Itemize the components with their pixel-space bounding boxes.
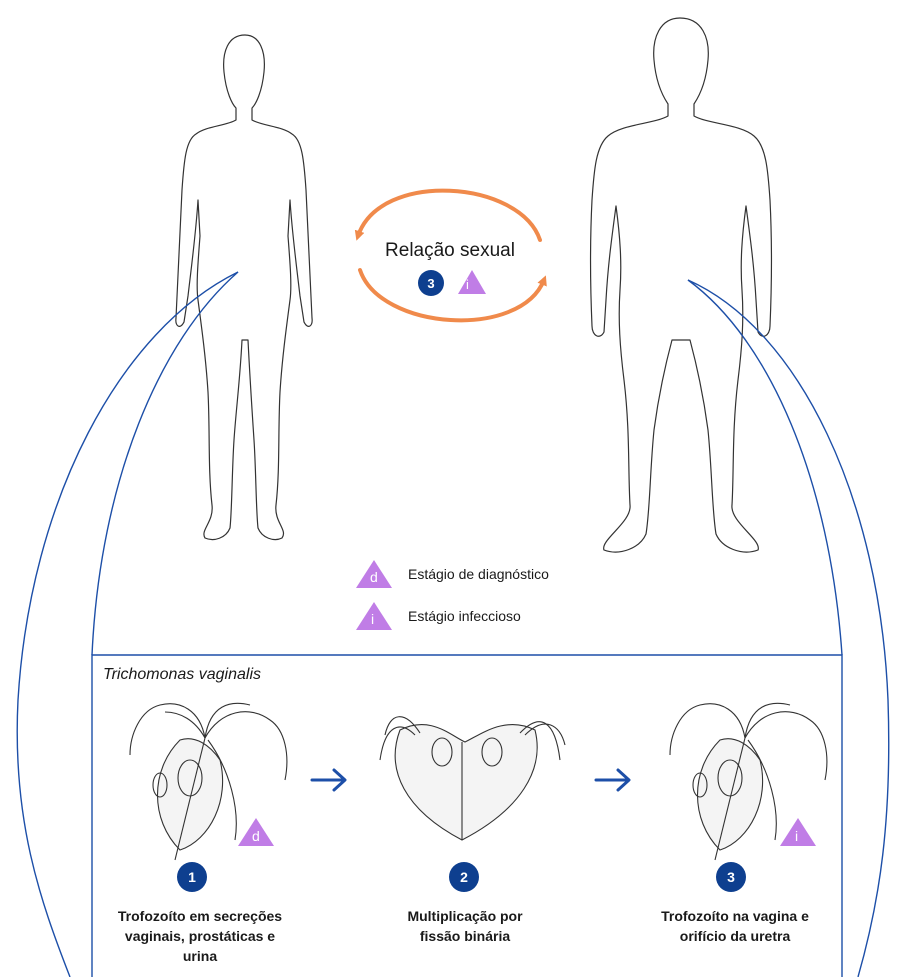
step-3-badge: 3 — [716, 862, 746, 892]
species-name: Trichomonas vaginalis — [103, 666, 261, 684]
step-1-caption-line: vaginais, prostáticas e — [80, 926, 320, 946]
step-1-caption: Trofozoíto em secreções vaginais, prostá… — [80, 906, 320, 966]
step-3-caption-line: orifício da uretra — [610, 926, 860, 946]
step-2-caption-line: Multiplicação por — [345, 906, 585, 926]
legend-letter-i: i — [371, 611, 374, 627]
step-arrow-2 — [596, 770, 629, 790]
transmission-label: Relação sexual — [330, 240, 570, 262]
transmission-step-badge: 3 — [418, 270, 444, 296]
step-2-caption: Multiplicação por fissão binária — [345, 906, 585, 946]
transmission-stage-letter: i — [466, 277, 469, 292]
trophozoite-illustration-2 — [380, 717, 565, 840]
step-1-badge: 1 — [177, 862, 207, 892]
step-arrow-1 — [312, 770, 345, 790]
step-3-caption-line: Trofozoíto na vagina e — [610, 906, 860, 926]
transmission-arrow-top — [358, 191, 540, 240]
legend-letter-d: d — [370, 569, 378, 585]
step-1-caption-line: urina — [80, 946, 320, 966]
legend-label-diagnostic: Estágio de diagnóstico — [408, 566, 549, 582]
step-3-caption: Trofozoíto na vagina e orifício da uretr… — [610, 906, 860, 946]
step-1-stage-letter: d — [252, 828, 260, 844]
male-body-outline — [591, 18, 772, 552]
step-3-stage-letter: i — [795, 828, 798, 844]
female-body-outline — [176, 35, 312, 540]
stage-triangle-relation — [458, 270, 486, 294]
step-1-caption-line: Trofozoíto em secreções — [80, 906, 320, 926]
transmission-arrow-bottom — [360, 270, 544, 320]
legend-label-infective: Estágio infeccioso — [408, 608, 521, 624]
step-2-caption-line: fissão binária — [345, 926, 585, 946]
step-2-badge: 2 — [449, 862, 479, 892]
